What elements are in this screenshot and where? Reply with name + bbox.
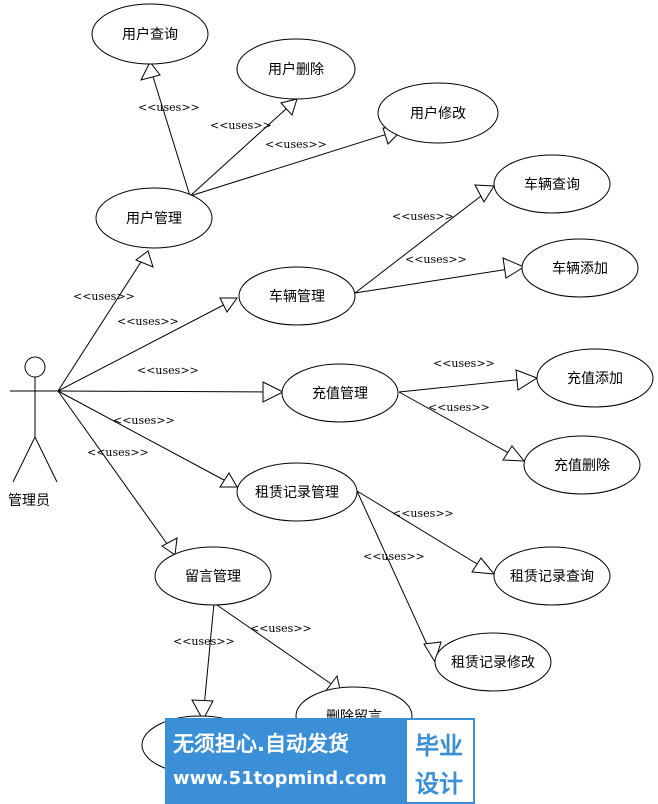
uses-label: <<uses>> — [87, 446, 149, 459]
ellipse-user-delete — [236, 38, 356, 100]
uses-label: <<uses>> — [73, 290, 135, 303]
line-actor-user-mgmt — [57, 250, 149, 392]
uc-user-delete: 用户删除 — [268, 61, 324, 78]
ellipse-car-mgmt — [238, 266, 356, 326]
uc-recharge-delete: 充值删除 — [554, 458, 610, 474]
line-actor-recharge-mgmt — [57, 390, 281, 393]
uses-label: <<uses>> — [265, 138, 327, 151]
line-user-delete — [189, 98, 298, 197]
ellipse-user-mgmt — [95, 187, 213, 249]
ellipse-recharge-mgmt — [281, 363, 399, 423]
uc-user-query: 用户查询 — [122, 26, 178, 43]
ellipse-recharge-delete — [523, 435, 641, 495]
line-car-add — [354, 266, 523, 294]
uses-label: <<uses>> — [250, 622, 312, 635]
line-actor-msg-mgmt — [57, 390, 176, 556]
line-actor-car-mgmt — [57, 297, 238, 392]
uses-labels: <<uses>> <<uses>> <<uses>> <<uses>> <<us… — [73, 101, 495, 648]
line-user-query — [149, 66, 191, 197]
arrow-user-query — [140, 61, 161, 81]
actor-head — [24, 356, 46, 378]
arrow-user-mgmt — [134, 250, 154, 268]
line-msg-view — [202, 602, 215, 719]
relations — [57, 61, 539, 722]
watermark-blue-panel: 无须担心.自动发货 www.51topmind.com — [165, 718, 405, 804]
watermark-badge-top: 毕业 — [415, 732, 463, 760]
use-case-shapes — [91, 3, 654, 775]
uc-recharge-mgmt: 充值管理 — [312, 386, 368, 402]
watermark-badge: 毕业 设计 — [405, 718, 475, 804]
arrow-car-add — [502, 257, 526, 279]
actor-left-leg — [12, 436, 36, 483]
uses-label: <<uses>> — [392, 210, 454, 223]
uses-label: <<uses>> — [113, 414, 175, 427]
ellipse-car-add — [521, 238, 639, 298]
line-recharge-add — [398, 377, 536, 393]
actor-admin — [10, 356, 60, 483]
ellipse-user-query — [91, 3, 209, 65]
arrow-msg-view — [191, 699, 214, 722]
arrow-user-delete — [280, 98, 298, 116]
watermark-url: www.51topmind.com — [173, 768, 387, 789]
line-msg-delete — [213, 602, 341, 691]
line-user-edit — [189, 129, 401, 197]
ellipse-car-query — [493, 154, 611, 214]
uses-label: <<uses>> — [138, 101, 200, 114]
watermark-banner: 无须担心.自动发货 www.51topmind.com 毕业 设计 — [165, 718, 475, 804]
uc-msg-mgmt: 留言管理 — [185, 569, 241, 585]
ellipse-user-edit — [377, 82, 499, 144]
ellipse-recharge-add — [536, 348, 654, 408]
arrow-rental-query — [471, 557, 496, 575]
arrow-recharge-add — [515, 369, 539, 391]
arrow-msg-mgmt — [161, 537, 178, 556]
arrow-recharge-delete — [502, 445, 526, 462]
uc-car-add: 车辆添加 — [552, 260, 608, 277]
uses-label: <<uses>> — [405, 253, 467, 266]
ellipse-rental-mgmt — [236, 462, 358, 522]
uses-label: <<uses>> — [173, 635, 235, 648]
uses-label: <<uses>> — [210, 119, 272, 132]
watermark-badge-bottom: 设计 — [415, 770, 463, 798]
ellipse-rental-edit — [434, 632, 552, 692]
arrow-car-mgmt — [219, 297, 238, 313]
ellipse-msg-mgmt — [154, 546, 272, 606]
uc-rental-mgmt: 租赁记录管理 — [255, 485, 339, 501]
uses-label: <<uses>> — [363, 550, 425, 563]
arrow-recharge-mgmt — [262, 381, 285, 403]
uc-user-edit: 用户修改 — [410, 105, 466, 122]
arrow-car-query — [474, 184, 495, 204]
uc-rental-edit: 租赁记录修改 — [451, 655, 535, 671]
watermark-slogan: 无须担心.自动发货 — [173, 732, 349, 756]
uses-label: <<uses>> — [433, 357, 495, 370]
uc-recharge-add: 充值添加 — [567, 371, 623, 387]
uc-user-mgmt: 用户管理 — [126, 210, 182, 227]
line-recharge-delete — [398, 391, 524, 462]
uc-rental-query: 租赁记录查询 — [510, 569, 594, 585]
uses-label: <<uses>> — [137, 364, 199, 377]
line-actor-rental-mgmt — [57, 390, 238, 488]
uses-label: <<uses>> — [392, 507, 454, 520]
line-car-query — [354, 185, 495, 294]
actor-label: 管理员 — [8, 493, 50, 509]
actor-right-leg — [34, 436, 58, 483]
line-rental-edit — [356, 490, 435, 661]
line-rental-query — [356, 490, 493, 574]
uses-label: <<uses>> — [117, 315, 179, 328]
ellipse-rental-query — [493, 546, 611, 606]
uc-car-query: 车辆查询 — [524, 176, 580, 193]
uses-label: <<uses>> — [428, 401, 490, 414]
uc-car-mgmt: 车辆管理 — [269, 288, 325, 305]
arrow-rental-mgmt — [219, 472, 238, 488]
